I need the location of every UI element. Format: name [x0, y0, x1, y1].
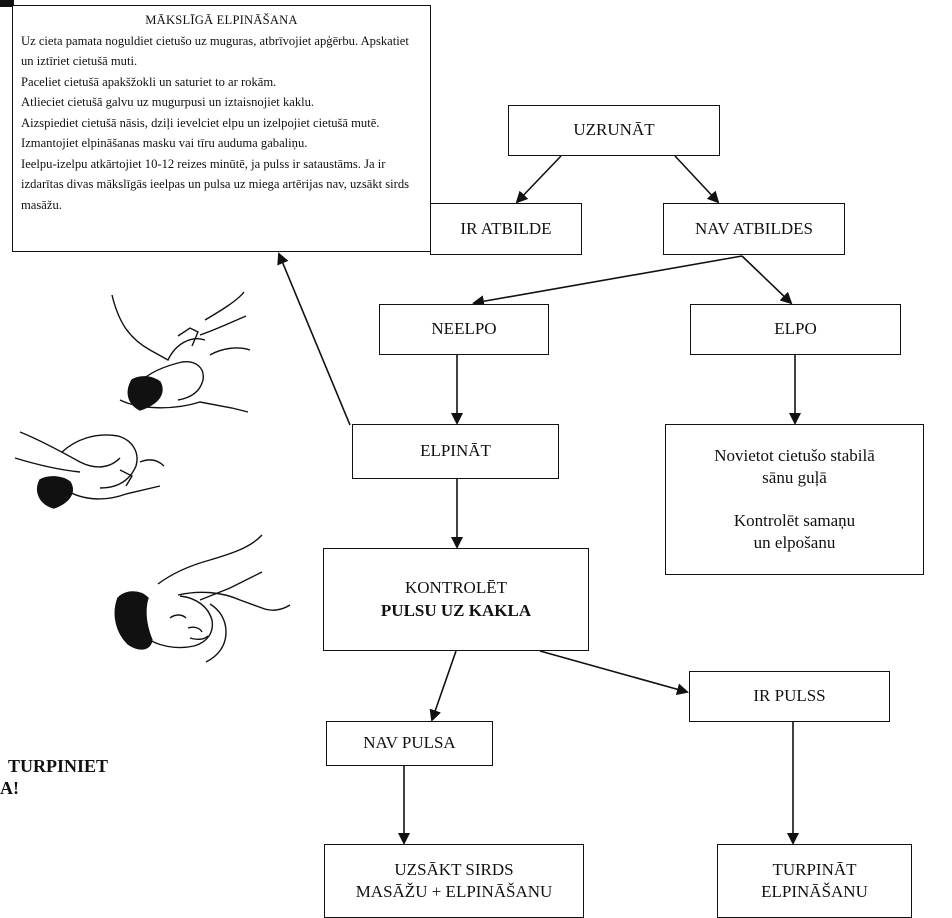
node-label: NEELPO	[431, 319, 497, 339]
arrow-nav-atbildes-to-neelpo	[472, 255, 743, 308]
node-line: Novietot cietušo stabilā	[714, 446, 875, 466]
node-nav-pulsa: NAV PULSA	[326, 721, 493, 766]
node-nav-atbildes: NAV ATBILDES	[663, 203, 845, 255]
arrow-elpinat-to-info	[277, 252, 351, 426]
side-caption: TURPINIET A!	[0, 755, 109, 799]
node-elpinat: ELPINĀT	[352, 424, 559, 479]
node-label: ELPINĀT	[420, 441, 491, 461]
info-paragraph: Atlieciet cietušā galvu uz mugurpusi un …	[21, 95, 315, 109]
node-uzrunat: UZRUNĀT	[508, 105, 720, 156]
artificial-respiration-info-box: MĀKSLĪGĀ ELPINĀŠANA Uz cieta pamata nogu…	[12, 5, 431, 252]
node-line: UZSĀKT SIRDS	[394, 859, 514, 879]
node-line: KONTROLĒT	[405, 578, 507, 598]
info-paragraph: Uz cieta pamata noguldiet cietušo uz mug…	[21, 33, 409, 69]
mouth-to-mouth-illustration	[14, 431, 165, 509]
node-line: sānu guļā	[762, 468, 827, 488]
info-paragraph: Ieelpu-izelpu atkārtojiet 10-12 reizes m…	[21, 156, 410, 212]
info-paragraph: Aizspiediet cietušā nāsis, dziļi ievelci…	[21, 115, 380, 151]
head-tilt-chin-lift-illustration	[111, 291, 251, 413]
node-line-bold: PULSU UZ KAKLA	[380, 600, 532, 620]
arrow-uzrunat-to-nav-atbildes	[674, 155, 720, 204]
side-caption-line: A!	[0, 778, 19, 798]
arrow-uzrunat-to-ir-atbilde	[515, 155, 562, 204]
node-label: IR ATBILDE	[460, 218, 552, 238]
node-neelpo: NEELPO	[379, 304, 549, 355]
node-label: UZRUNĀT	[573, 120, 655, 140]
node-start-cpr: UZSĀKT SIRDS MASĀŽU + ELPINĀŠANU	[324, 844, 584, 918]
node-ir-atbilde: IR ATBILDE	[430, 203, 582, 255]
node-ir-pulss: IR PULSS	[689, 671, 890, 722]
node-recovery-position: Novietot cietušo stabilā sānu guļā Kontr…	[665, 424, 924, 575]
node-label: NAV ATBILDES	[695, 218, 813, 238]
node-line: ELPINĀŠANU	[761, 882, 868, 901]
node-line: TURPINĀT	[772, 859, 857, 879]
node-elpo: ELPO	[690, 304, 901, 355]
arrow-kontrolet-to-ir-pulss	[539, 650, 689, 696]
arrow-kontrolet-to-nav-pulsa	[429, 650, 457, 722]
node-line: MASĀŽU + ELPINĀŠANU	[355, 882, 553, 901]
node-label: IR PULSS	[753, 686, 826, 706]
info-title: MĀKSLĪGĀ ELPINĀŠANA	[145, 13, 298, 27]
info-paragraph: Paceliet cietušā apakšžokli un saturiet …	[21, 74, 277, 89]
arrow-nav-atbildes-to-elpo	[741, 255, 793, 305]
corner-mark	[0, 0, 14, 7]
node-check-pulse: KONTROLĒT PULSU UZ KAKLA	[323, 548, 589, 651]
side-caption-line: TURPINIET	[8, 756, 109, 776]
node-line: Kontrolēt samaņu	[733, 510, 856, 530]
node-label: NAV PULSA	[363, 733, 456, 753]
node-label: ELPO	[774, 319, 817, 339]
pulse-check-illustration	[114, 534, 291, 663]
node-continue-ventilation: TURPINĀT ELPINĀŠANU	[717, 844, 912, 918]
node-line: un elpošanu	[753, 532, 836, 552]
